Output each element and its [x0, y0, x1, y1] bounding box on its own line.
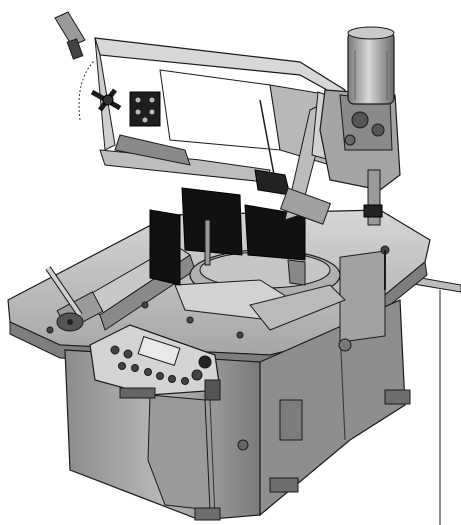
- motor-head: [319, 26, 401, 290]
- star-knob-icon: [90, 88, 122, 112]
- crank-handle-icon: [45, 266, 84, 332]
- gearbox: [339, 94, 393, 151]
- machine-stand: [64, 250, 411, 521]
- lever-handle: [54, 11, 86, 60]
- control-buttons: [110, 345, 212, 385]
- saw-bow: [54, 11, 346, 196]
- blade-guide-block: [129, 91, 161, 127]
- electric-motor-icon: [347, 26, 395, 105]
- control-panel: [89, 324, 221, 401]
- table-bolts: [46, 301, 244, 339]
